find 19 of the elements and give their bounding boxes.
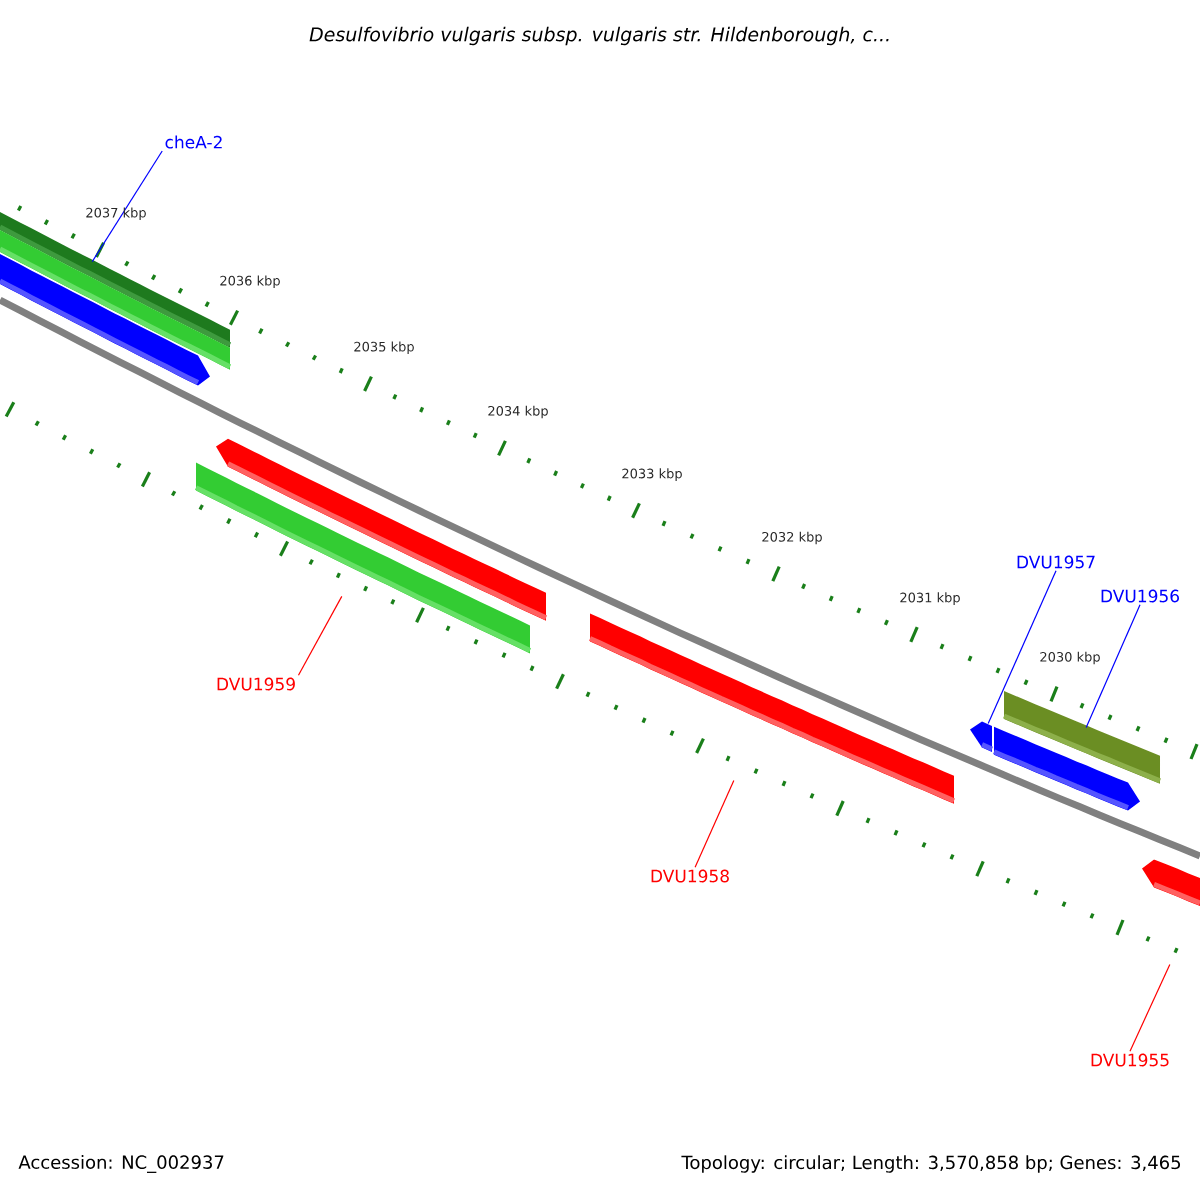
gene-bar bbox=[194, 462, 532, 654]
gene-label: DVU1958 bbox=[651, 869, 729, 883]
accession-text: Accession: NC_002937 bbox=[18, 1155, 224, 1173]
gene-label: DVU1957 bbox=[1017, 555, 1095, 569]
title: Desulfovibrio vulgaris subsp. vulgaris str. Hildenborough, c... bbox=[309, 26, 889, 46]
gene-label: DVU1956 bbox=[1101, 589, 1179, 603]
leader-line bbox=[1085, 604, 1141, 729]
gene-bar bbox=[0, 254, 210, 386]
gene-bar bbox=[589, 613, 955, 804]
genome-info-text: Topology: circular; Length: 3,570,858 bp; Genes: 3,465 bbox=[681, 1155, 1181, 1173]
gene-bar bbox=[993, 726, 1140, 811]
leader-line bbox=[1129, 963, 1171, 1052]
leader-line bbox=[91, 150, 163, 263]
gene-label: DVU1955 bbox=[1091, 1053, 1169, 1067]
gene-label: cheA-2 bbox=[165, 135, 222, 149]
leader-line bbox=[694, 779, 735, 868]
gene-label: DVU1959 bbox=[217, 677, 295, 691]
leader-line bbox=[987, 570, 1057, 725]
gene-bar bbox=[1142, 859, 1200, 906]
